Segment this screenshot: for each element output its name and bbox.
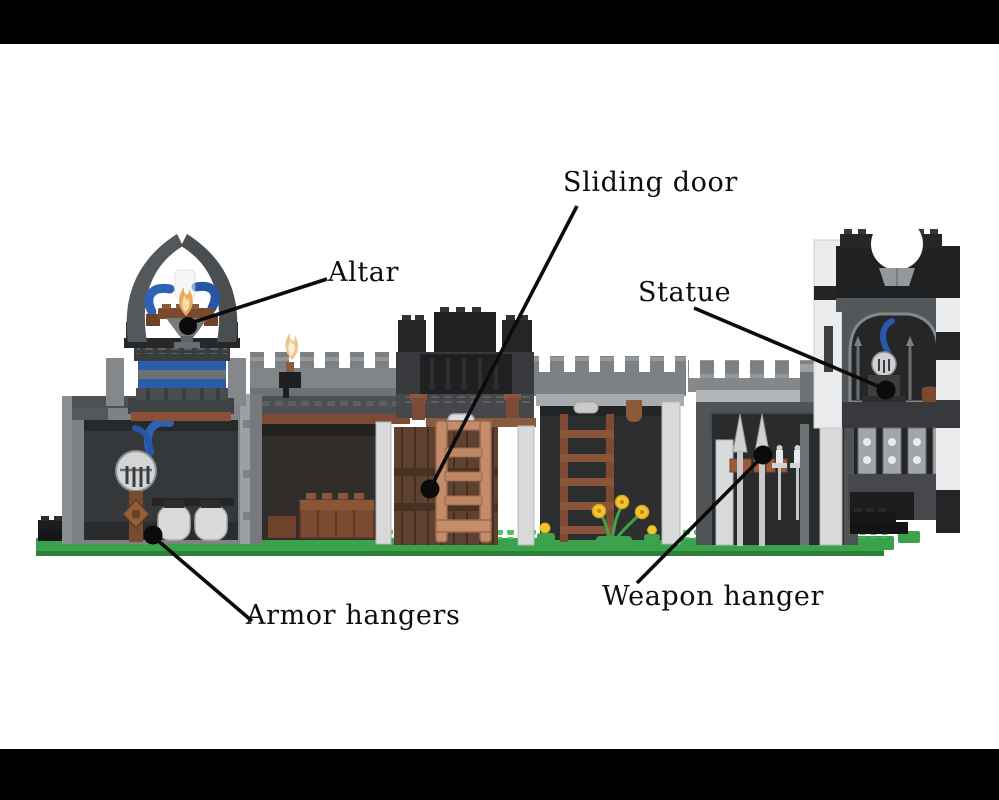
armor-hanger-stand [121, 491, 151, 542]
arch-horn-right [181, 234, 238, 342]
sword [772, 445, 787, 520]
top-letterbox-bar [0, 0, 999, 44]
sword [790, 445, 805, 520]
checkered-edge [936, 298, 960, 533]
statue-knight [854, 318, 914, 404]
wall-torch [279, 333, 301, 398]
annotation-dot-statue [876, 380, 896, 400]
white-pillar [661, 401, 681, 545]
ladder [560, 401, 614, 542]
yellow-flowers [537, 494, 660, 545]
annotation-dot-armor-hangers [143, 525, 163, 545]
annotation-line-sliding-door [430, 205, 579, 486]
altar-structure [146, 269, 218, 348]
annotation-lines [154, 205, 881, 623]
label-armor-hangers: Armor hangers [246, 600, 461, 631]
knight-helmet-display [115, 418, 174, 492]
annotation-dot-sliding-door [420, 479, 440, 499]
annotation-line-weapon-hanger [635, 457, 762, 585]
annotation-line-statue [693, 306, 881, 389]
treasure-chest [268, 493, 375, 539]
label-sliding-door: Sliding door [563, 167, 738, 198]
statue-gatehouse-tower [813, 218, 960, 534]
annotation-dots [143, 317, 896, 545]
wall-pouch [626, 400, 642, 422]
white-pillar [819, 421, 843, 546]
annotation-dot-weapon-hanger [753, 445, 773, 465]
armor-pieces [152, 498, 234, 541]
weapon-hanger-rack [729, 413, 805, 546]
white-pillar [517, 425, 535, 546]
white-pillar [375, 421, 392, 545]
bottom-letterbox-bar [0, 749, 999, 800]
label-statue: Statue [638, 277, 732, 308]
altar-tower [106, 234, 246, 421]
annotation-dot-altar [179, 317, 197, 335]
annotation-line-armor-hangers [154, 537, 254, 623]
wall-section-ladder [534, 356, 686, 545]
label-altar: Altar [328, 257, 399, 288]
sliding-door [435, 420, 492, 543]
wall-section-torch [250, 333, 410, 545]
annotation-line-altar [193, 277, 328, 324]
sliding-door-tower [394, 307, 536, 546]
arch-horn-left [126, 234, 183, 342]
label-weapon-hanger: Weapon hanger [602, 581, 824, 612]
